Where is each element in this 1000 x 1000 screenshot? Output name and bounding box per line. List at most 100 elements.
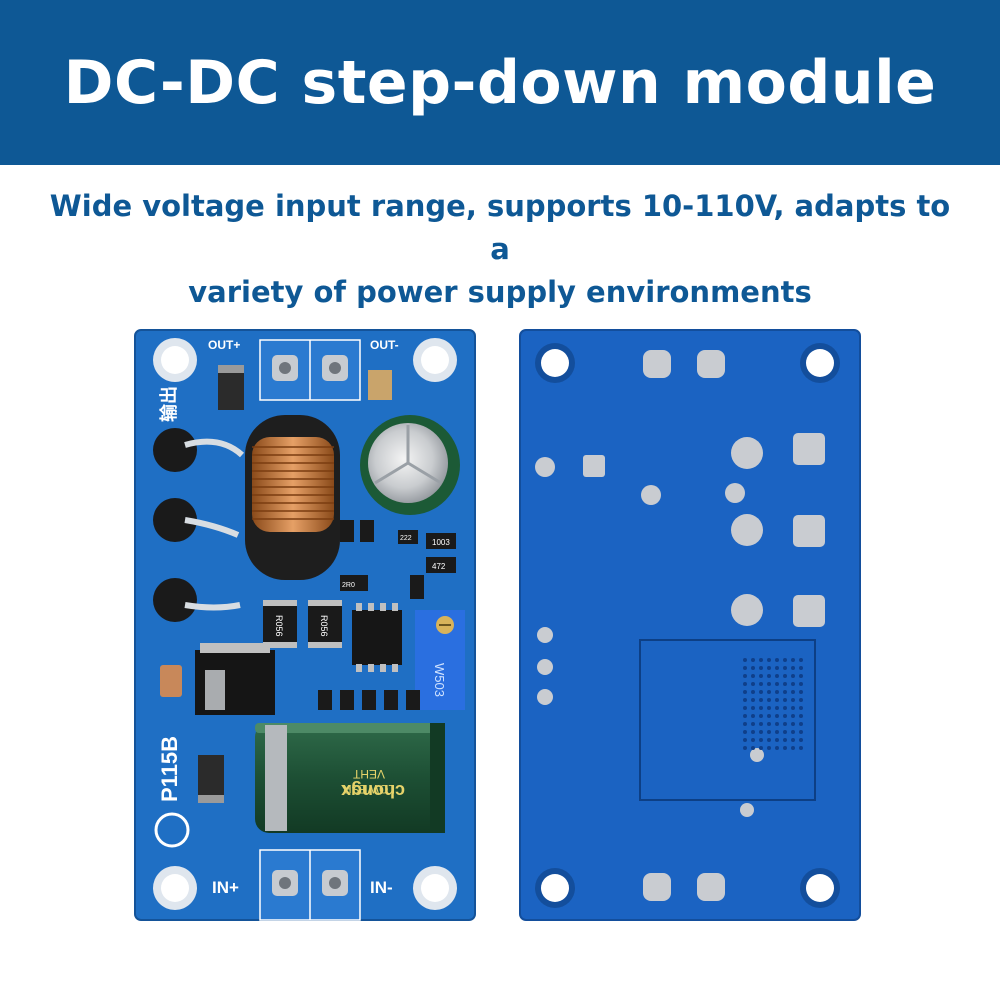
via-dot	[767, 706, 771, 710]
via-dot	[775, 698, 779, 702]
page-title: DC-DC step-down module	[63, 47, 937, 118]
via-dot	[775, 674, 779, 678]
smd-label-222: 222	[400, 535, 412, 542]
via-dot	[759, 738, 763, 742]
via-dot	[767, 658, 771, 662]
via-dot	[783, 746, 787, 750]
via-dot	[751, 682, 755, 686]
via-dot	[775, 722, 779, 726]
via-dot	[791, 698, 795, 702]
via-dot	[799, 706, 803, 710]
via-dot	[791, 730, 795, 734]
in-minus-label: IN-	[370, 878, 393, 897]
via-dot	[759, 682, 763, 686]
via-dot	[783, 658, 787, 662]
via-dot	[783, 722, 787, 726]
electrolytic-capacitor-top	[360, 415, 460, 515]
via-dot	[775, 690, 779, 694]
smd-label-1003: 1003	[432, 538, 450, 547]
via-dot	[743, 674, 747, 678]
toroid-inductor	[245, 415, 340, 580]
via-dot	[799, 746, 803, 750]
power-transistors	[153, 428, 245, 622]
controller-ic	[352, 603, 402, 672]
via-dot	[751, 746, 755, 750]
via-dot	[759, 658, 763, 662]
smd-row	[318, 690, 420, 710]
output-chinese-label: 输出	[158, 386, 179, 422]
sense-resistors	[263, 600, 342, 648]
smd-label-2r0: 2R0	[342, 582, 355, 589]
in-plus-label: IN+	[212, 878, 239, 897]
subtitle-line-1: Wide voltage input range, supports 10-11…	[49, 189, 951, 266]
via-dot	[743, 666, 747, 670]
subtitle-line-2: variety of power supply environments	[188, 275, 812, 309]
mounting-holes	[153, 338, 457, 910]
trim-potentiometer	[415, 610, 465, 710]
via-dot	[759, 698, 763, 702]
via-dot	[767, 682, 771, 686]
via-dot	[759, 722, 763, 726]
via-dot	[767, 698, 771, 702]
via-dot	[775, 746, 779, 750]
pcb-back	[519, 329, 861, 921]
output-terminals	[259, 339, 361, 401]
via-dot	[783, 714, 787, 718]
via-dot	[751, 666, 755, 670]
via-dot	[783, 690, 787, 694]
via-dot	[775, 658, 779, 662]
via-dot	[791, 722, 795, 726]
via-dot	[775, 714, 779, 718]
via-dot	[767, 746, 771, 750]
smd-components	[160, 370, 456, 697]
via-dot	[759, 706, 763, 710]
back-mounting-holes	[535, 343, 840, 908]
back-copper-area	[639, 639, 816, 801]
via-dot	[775, 682, 779, 686]
via-dot	[767, 674, 771, 678]
via-dot	[743, 690, 747, 694]
via-dot	[759, 714, 763, 718]
resistor-label-1: R056	[274, 615, 284, 637]
via-dot	[791, 690, 795, 694]
via-dot	[799, 722, 803, 726]
via-dot	[783, 674, 787, 678]
via-dot	[791, 682, 795, 686]
back-solder-pads	[535, 350, 825, 901]
via-dot	[783, 682, 787, 686]
subtitle: Wide voltage input range, supports 10-11…	[40, 185, 960, 314]
via-dot	[743, 730, 747, 734]
via-dot	[743, 658, 747, 662]
via-dot	[751, 722, 755, 726]
via-dot	[751, 658, 755, 662]
via-dot	[767, 738, 771, 742]
via-dot	[783, 706, 787, 710]
via-dot	[791, 658, 795, 662]
board-front-photo: OUT+ OUT- 输出	[134, 329, 476, 921]
input-terminals	[259, 849, 361, 921]
via-dot	[799, 658, 803, 662]
via-dot	[751, 690, 755, 694]
mosfet	[195, 643, 275, 715]
via-dot	[743, 706, 747, 710]
back-vias	[743, 658, 803, 750]
out-plus-label: OUT+	[208, 338, 240, 352]
via-dot	[767, 730, 771, 734]
via-dot	[759, 674, 763, 678]
via-dot	[743, 714, 747, 718]
potentiometer-label: W503	[432, 663, 447, 697]
via-dot	[767, 714, 771, 718]
via-dot	[751, 706, 755, 710]
via-dot	[759, 690, 763, 694]
via-dot	[791, 706, 795, 710]
via-dot	[783, 730, 787, 734]
via-dot	[743, 698, 747, 702]
via-dot	[775, 738, 779, 742]
via-dot	[751, 714, 755, 718]
via-dot	[799, 690, 803, 694]
via-dot	[799, 666, 803, 670]
capacitor-series: LOWESR	[343, 782, 395, 796]
capacitor-series-2: VEHT	[352, 767, 385, 781]
via-dot	[799, 738, 803, 742]
via-dot	[799, 682, 803, 686]
